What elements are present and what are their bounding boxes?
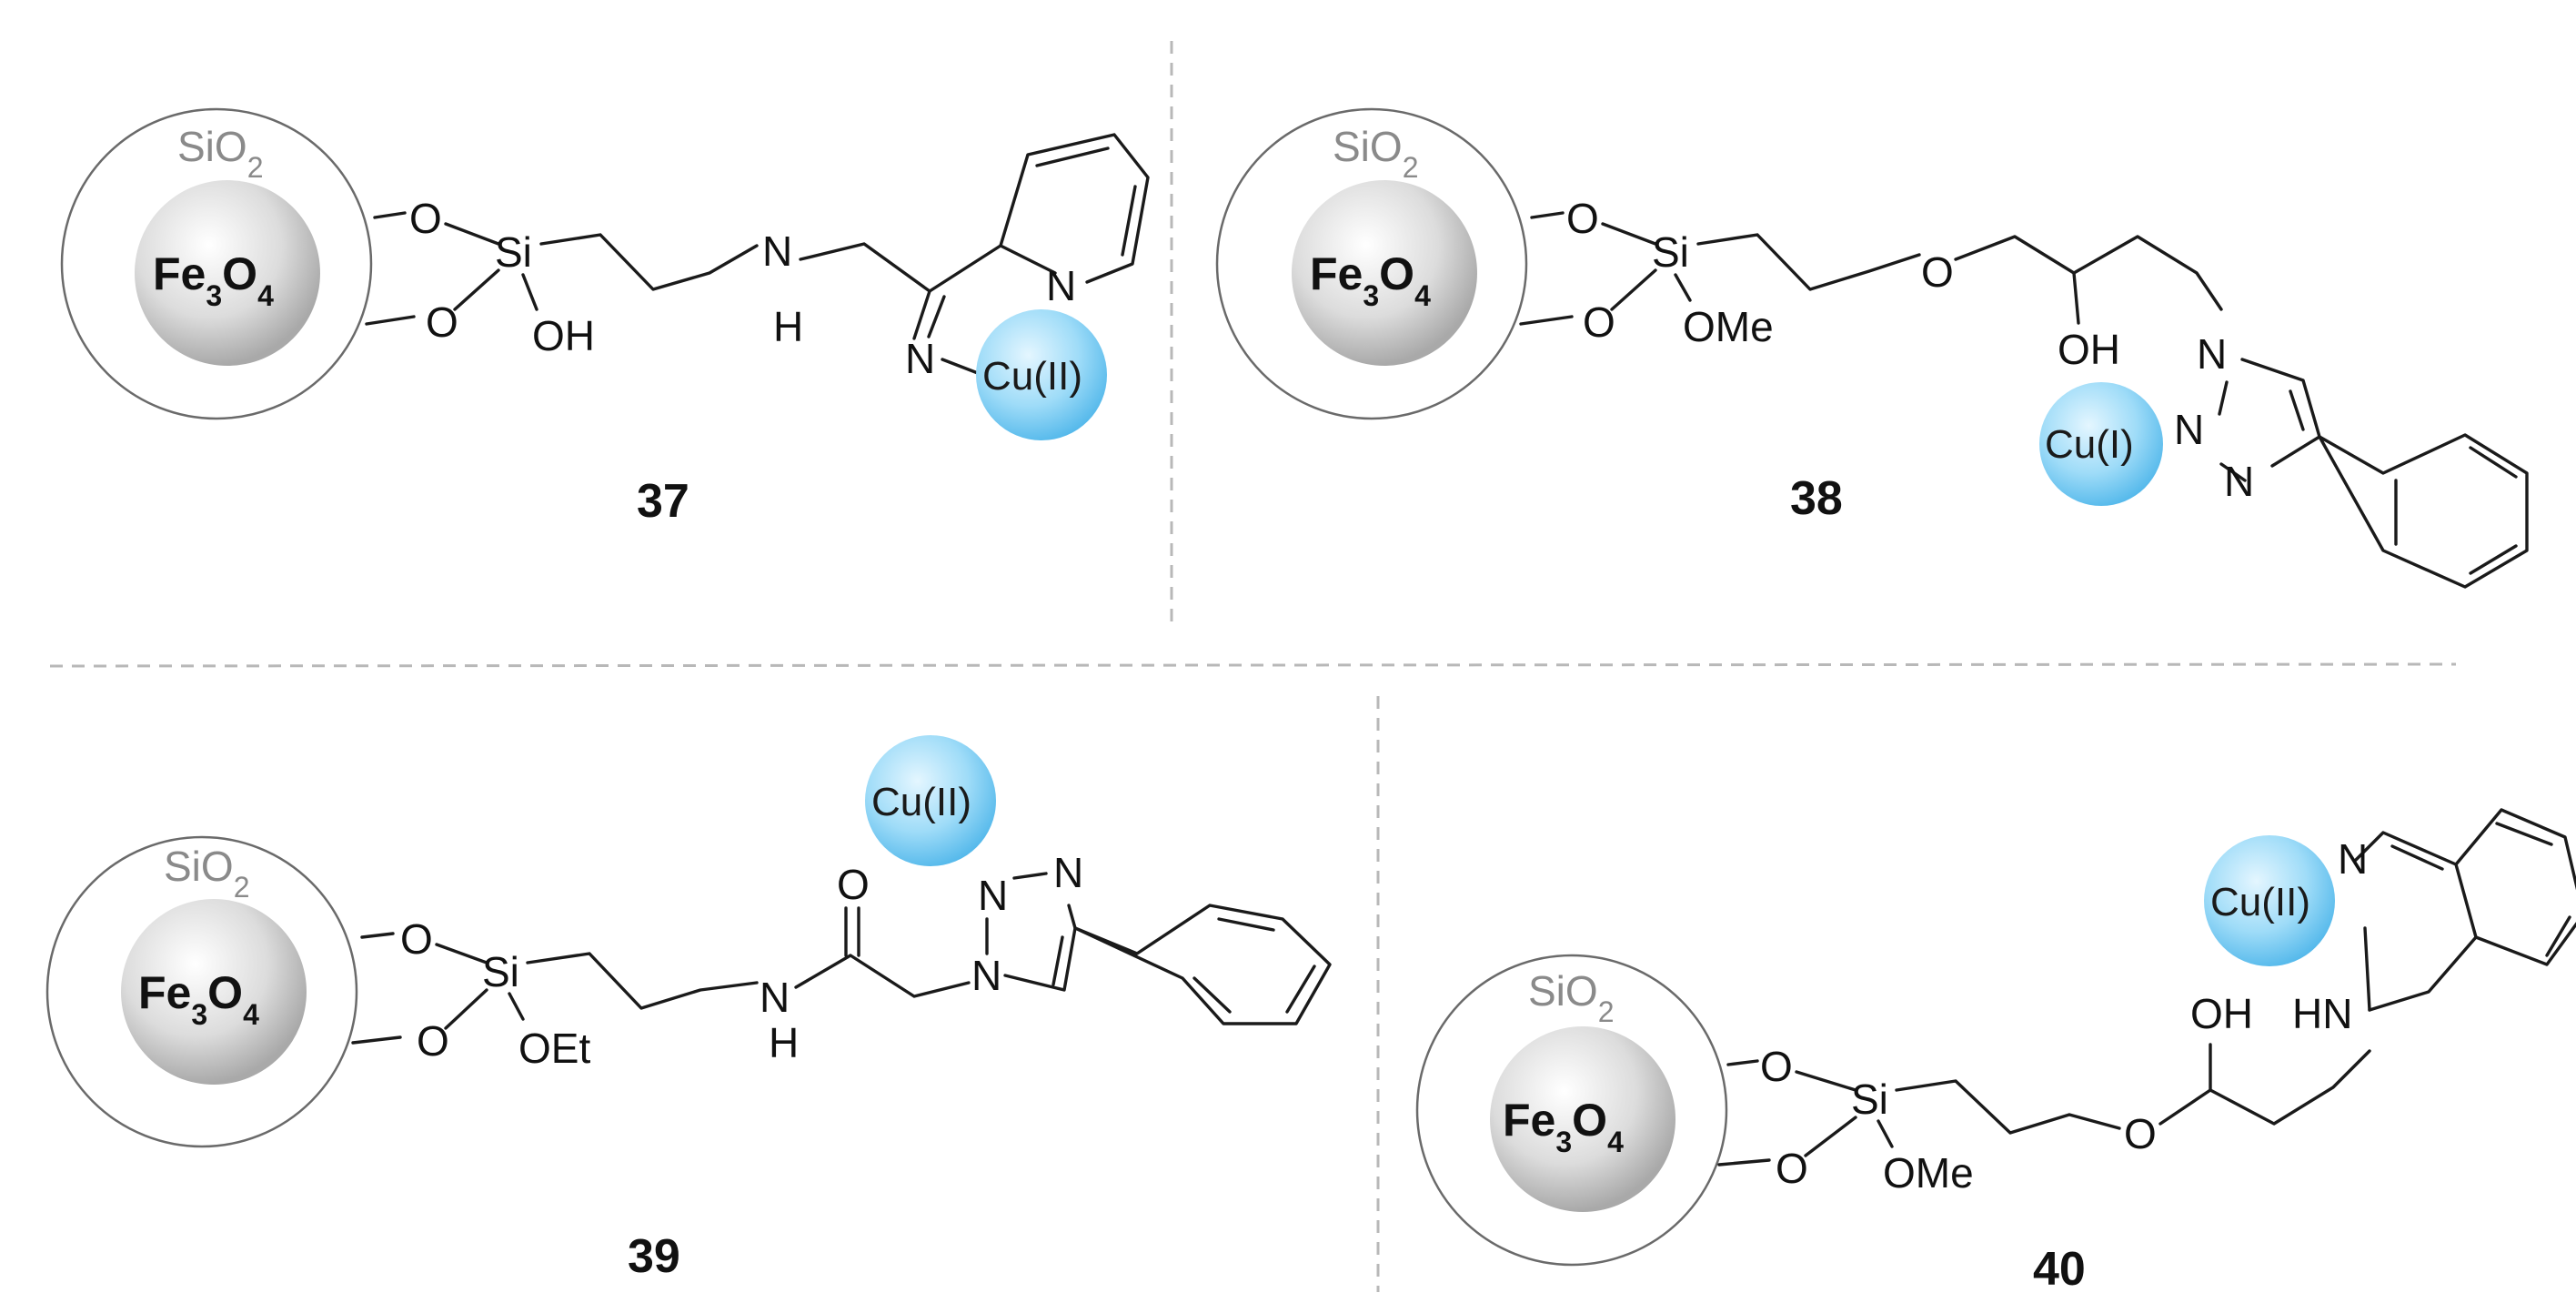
core-label-38: Fe3O4 xyxy=(1310,248,1431,312)
copper-center-39: Cu(II) xyxy=(865,735,996,866)
si-38: Si xyxy=(1652,228,1689,276)
carbonyl-o-39: O xyxy=(837,861,870,908)
divider-horizontal xyxy=(49,662,2457,668)
silica-shell-37 xyxy=(60,107,373,420)
magnetite-core-38 xyxy=(1292,180,1477,366)
si-39: Si xyxy=(482,948,519,995)
triazole-n3-39: N xyxy=(1053,849,1083,896)
copper-center-40: Cu(II) xyxy=(2204,835,2335,966)
amine-40: HN xyxy=(2292,990,2352,1037)
o-top-37: O xyxy=(409,195,442,242)
core-label-39: Fe3O4 xyxy=(138,967,259,1031)
si-37: Si xyxy=(495,228,532,276)
shell-label-39: SiO2 xyxy=(164,843,249,904)
magnetite-core-40 xyxy=(1490,1026,1675,1212)
copper-center-37: Cu(II) xyxy=(976,309,1107,440)
hydroxyl-38: OH xyxy=(2058,326,2120,373)
silica-shell-38 xyxy=(1215,107,1528,420)
pyridine-n-37: N xyxy=(1046,262,1076,309)
core-label-37: Fe3O4 xyxy=(153,248,274,312)
amide-h-39: H xyxy=(769,1019,799,1066)
shell-label-37: SiO2 xyxy=(177,123,263,184)
magnetite-core-39 xyxy=(121,899,307,1085)
si-ome-38: OMe xyxy=(1683,303,1774,350)
shell-label-38: SiO2 xyxy=(1333,123,1418,184)
triazole-n2-39: N xyxy=(978,872,1008,919)
triazole-n2-38: N xyxy=(2174,406,2204,453)
magnetite-core-37 xyxy=(135,180,320,366)
o-bottom-37: O xyxy=(426,298,458,346)
nanoparticle-39: SiO2 Fe3O4 xyxy=(45,835,358,1148)
hydroxyl-40: OH xyxy=(2190,990,2253,1037)
ether-o-38: O xyxy=(1921,248,1954,296)
metal-label-40: Cu(II) xyxy=(2210,880,2310,924)
copper-center-38: Cu(I) xyxy=(2039,382,2163,506)
metal-label-37: Cu(II) xyxy=(982,354,1082,399)
si-ome-40: OMe xyxy=(1883,1149,1974,1197)
amine-h-37: H xyxy=(773,303,803,350)
compound-38: SiO2 Fe3O4 O O Si OMe O OH N N N Cu(I) 3… xyxy=(1215,107,2529,589)
compound-39: SiO2 Fe3O4 O O Si OEt N H O N N N Cu(II)… xyxy=(45,735,1332,1283)
compound-number-40: 40 xyxy=(2033,1243,2086,1296)
o-top-39: O xyxy=(400,915,433,963)
quinoline-n-40: N xyxy=(2338,835,2368,883)
nanoparticle-37: SiO2 Fe3O4 xyxy=(60,107,373,420)
compound-number-38: 38 xyxy=(1790,472,1843,525)
silica-shell-40 xyxy=(1415,954,1728,1267)
amine-n-37: N xyxy=(762,227,792,275)
shell-label-40: SiO2 xyxy=(1528,967,1614,1028)
triazole-n3-38: N xyxy=(2224,458,2254,505)
compound-number-39: 39 xyxy=(628,1230,680,1283)
triazole-n1-39: N xyxy=(971,952,1001,999)
panel-dividers xyxy=(49,41,2457,1292)
imine-n-37: N xyxy=(905,335,935,382)
o-bottom-40: O xyxy=(1776,1145,1808,1192)
metal-label-38: Cu(I) xyxy=(2045,422,2134,467)
compound-37: SiO2 Fe3O4 O O Si OH N H N N Cu(II) 37 xyxy=(60,107,1150,528)
o-top-40: O xyxy=(1760,1043,1793,1090)
metal-label-39: Cu(II) xyxy=(871,780,971,824)
silica-shell-39 xyxy=(45,835,358,1148)
amide-n-39: N xyxy=(760,974,790,1021)
si-oh-37: OH xyxy=(532,312,595,359)
compound-40: SiO2 Fe3O4 O O Si OMe O OH HN N Cu(II) 4… xyxy=(1415,808,2576,1296)
nanoparticle-38: SiO2 Fe3O4 xyxy=(1215,107,1528,420)
si-oet-39: OEt xyxy=(518,1025,590,1072)
nanoparticle-40: SiO2 Fe3O4 xyxy=(1415,954,1728,1267)
si-40: Si xyxy=(1851,1076,1888,1123)
o-top-38: O xyxy=(1566,195,1599,242)
ether-o-40: O xyxy=(2124,1110,2157,1157)
o-bottom-38: O xyxy=(1583,298,1615,346)
o-bottom-39: O xyxy=(417,1017,449,1065)
triazole-n1-38: N xyxy=(2197,330,2227,378)
compound-number-37: 37 xyxy=(637,475,689,528)
core-label-40: Fe3O4 xyxy=(1503,1095,1624,1158)
